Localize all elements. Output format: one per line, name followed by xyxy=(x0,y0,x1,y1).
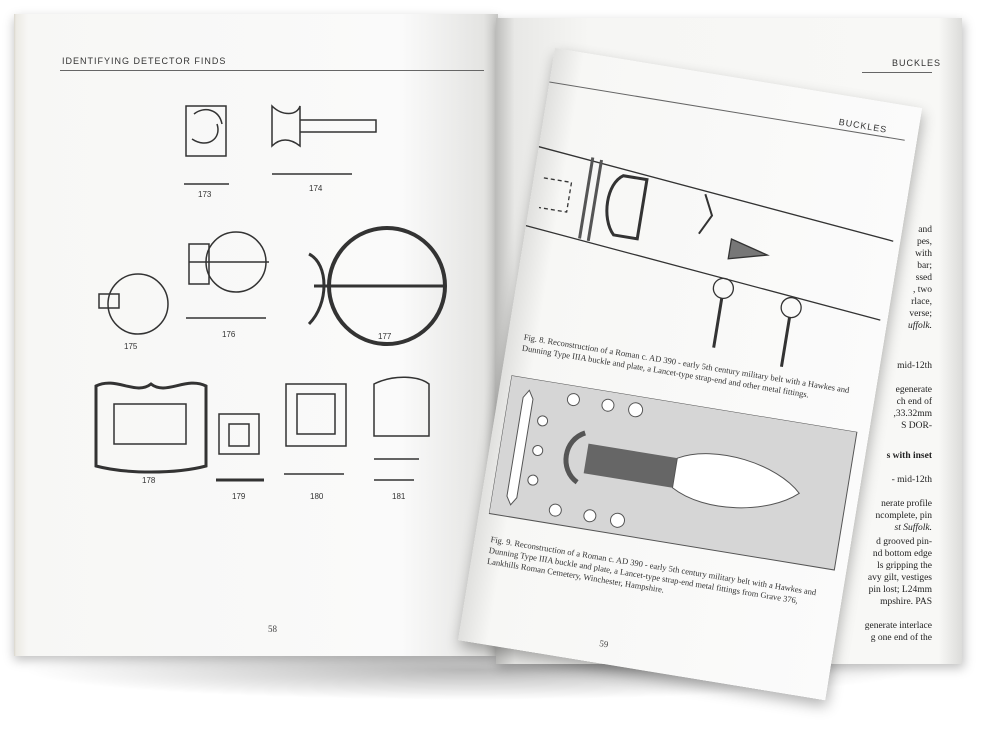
figure-label: 174 xyxy=(309,184,323,193)
header-rule xyxy=(60,70,484,71)
buckle-178 xyxy=(94,381,208,474)
figure-9-belt-reconstruction xyxy=(488,375,858,571)
text-fragment: pin lost; L24mm xyxy=(868,585,932,595)
text-fragment: verse; xyxy=(909,309,932,319)
buckle-179 xyxy=(218,413,260,455)
text-fragment: and xyxy=(918,225,932,235)
left-page: IDENTIFYING DETECTOR FINDS 173 174 175 1… xyxy=(14,14,498,656)
buckle-illustrations xyxy=(94,104,447,482)
buckle-174 xyxy=(271,104,377,148)
figure-label: 181 xyxy=(392,492,406,501)
figure-8-belt-reconstruction xyxy=(525,146,894,368)
figure-label: 180 xyxy=(310,492,324,501)
text-fragment: g one end of the xyxy=(870,633,932,643)
text-fragment: avy gilt, vestiges xyxy=(867,573,932,583)
text-fragment: d grooved pin- xyxy=(876,537,932,547)
page-number-left: 58 xyxy=(268,624,277,634)
text-fragment: - mid-12th xyxy=(891,475,932,485)
text-fragment: , two xyxy=(913,285,932,295)
text-fragment: st Suffolk. xyxy=(894,523,932,533)
text-fragment: mid-12th xyxy=(897,361,932,371)
running-head-left: IDENTIFYING DETECTOR FINDS xyxy=(62,56,227,66)
text-fragment: s with inset xyxy=(886,451,932,461)
figure-label: 175 xyxy=(124,342,138,351)
text-fragment: uffolk. xyxy=(907,321,932,331)
text-fragment: egenerate xyxy=(895,385,932,395)
text-fragment: generate interlace xyxy=(864,621,932,631)
buckle-181 xyxy=(373,376,430,481)
buckle-173 xyxy=(185,105,227,157)
text-fragment: nerate profile xyxy=(881,499,932,509)
text-fragment: S DOR- xyxy=(901,421,932,431)
text-fragment: ssed xyxy=(915,273,932,283)
text-fragment: ncomplete, pin xyxy=(875,511,932,521)
figure-label: 176 xyxy=(222,330,236,339)
right-front-page: BUCKLES Fig. 8. Reconstruction of a Roma… xyxy=(458,48,923,701)
figure-label: 179 xyxy=(232,492,246,501)
running-head-right: BUCKLES xyxy=(892,58,942,68)
header-rule xyxy=(862,72,932,73)
buckle-175 xyxy=(107,273,169,335)
figure-label: 178 xyxy=(142,476,156,485)
text-fragment: mpshire. PAS xyxy=(880,597,932,607)
buckle-180 xyxy=(284,383,347,475)
page-number-right: 59 xyxy=(598,638,610,650)
figure-label: 177 xyxy=(378,332,392,341)
figure-label: 173 xyxy=(198,190,212,199)
text-fragment: bar; xyxy=(917,261,932,271)
text-fragment: rlace, xyxy=(911,297,932,307)
text-fragment: ,33.32mm xyxy=(893,409,932,419)
text-fragment: nd bottom edge xyxy=(872,549,932,559)
text-fragment: ls gripping the xyxy=(877,561,932,571)
text-fragment: with xyxy=(915,249,932,259)
text-fragment: pes, xyxy=(916,237,932,247)
text-fragment: ch end of xyxy=(896,397,932,407)
